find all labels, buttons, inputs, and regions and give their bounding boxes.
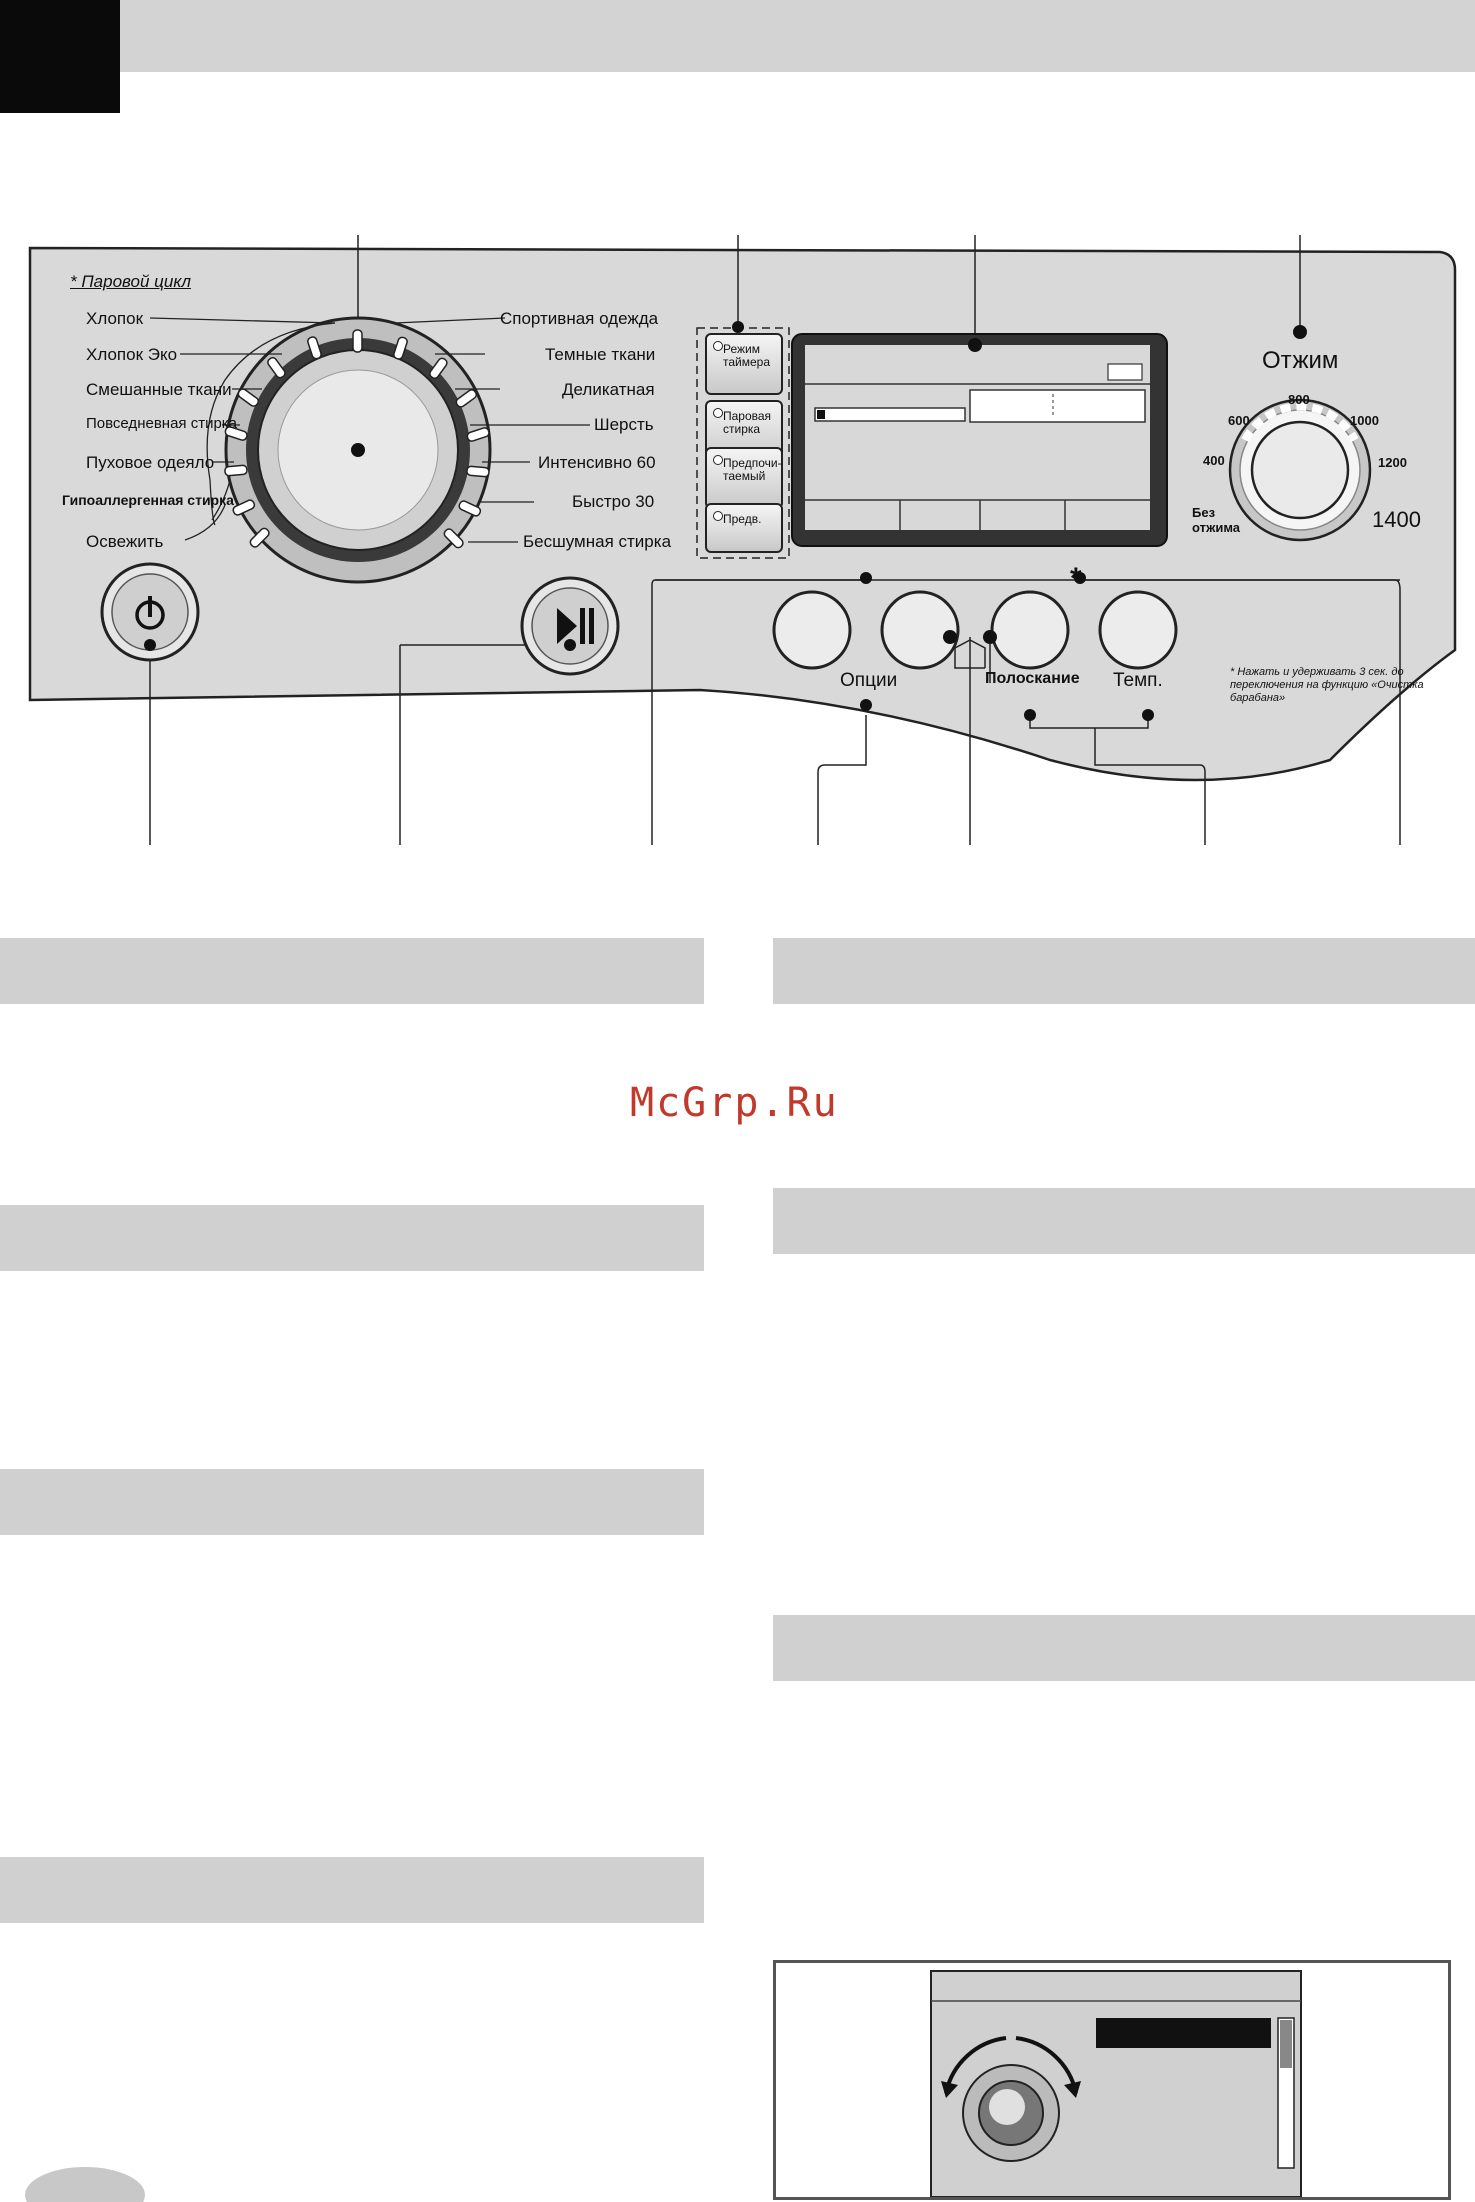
dial-illustration xyxy=(930,1970,1302,2198)
spin-800: 800 xyxy=(1288,392,1310,407)
spin-600: 600 xyxy=(1228,413,1250,428)
section-bar-left-4 xyxy=(0,1857,704,1923)
dial-illustration-frame xyxy=(773,1960,1451,2200)
options-label: Опции xyxy=(840,670,898,691)
led-icon xyxy=(713,455,723,465)
program-intensive: Интенсивно 60 xyxy=(538,453,656,472)
corner-block xyxy=(0,0,120,113)
rinse-label: Полоскание xyxy=(985,670,1080,687)
timer-mode-button[interactable]: Режим таймера xyxy=(705,333,783,395)
section-bar-left-3 xyxy=(0,1469,704,1535)
program-allergy: Гипоаллергенная стирка xyxy=(62,492,234,508)
program-quick: Быстро 30 xyxy=(572,492,655,511)
program-silent: Бесшумная стирка xyxy=(523,532,672,551)
section-bar-right-2 xyxy=(773,1188,1475,1254)
section-bar-right-3 xyxy=(773,1615,1475,1681)
header-bar xyxy=(120,0,1475,72)
temp-label: Темп. xyxy=(1113,670,1163,691)
spin-400: 400 xyxy=(1203,453,1225,468)
section-bar-right-1 xyxy=(773,938,1475,1004)
spin-1000: 1000 xyxy=(1350,413,1379,428)
program-delicate: Деликатная xyxy=(562,380,655,399)
spin-1200: 1200 xyxy=(1378,455,1407,470)
drum-clean-note: * Нажать и удерживать 3 сек. до переключ… xyxy=(1230,666,1424,704)
control-panel-illustration xyxy=(28,235,1457,845)
spin-no-spin: Без отжима xyxy=(1192,505,1241,535)
led-icon xyxy=(713,511,723,521)
program-cotton-eco: Хлопок Эко xyxy=(86,345,178,364)
program-dark: Темные ткани xyxy=(545,345,656,364)
steam-cycle-label: * Паровой цикл xyxy=(70,272,191,291)
led-icon xyxy=(713,408,723,418)
program-sportswear: Спортивная одежда xyxy=(500,309,659,328)
watermark: McGrp.Ru xyxy=(630,1080,839,1126)
star-symbol: * xyxy=(1070,562,1082,595)
spin-title: Отжим xyxy=(1262,347,1339,374)
program-wool: Шерсть xyxy=(594,415,654,434)
prewash-button[interactable]: Предв. xyxy=(705,503,783,553)
section-bar-left-1 xyxy=(0,938,704,1004)
program-cotton: Хлопок xyxy=(86,309,144,328)
program-duvet: Пуховое одеяло xyxy=(86,453,215,472)
program-refresh: Освежить xyxy=(86,532,164,551)
program-daily: Повседневная стирка xyxy=(86,415,238,432)
section-bar-left-2 xyxy=(0,1205,704,1271)
page-number-badge xyxy=(25,2167,145,2202)
spin-1400: 1400 xyxy=(1372,507,1421,532)
led-icon xyxy=(713,341,723,351)
program-mixed: Смешанные ткани xyxy=(86,380,232,399)
favorite-button[interactable]: Предпочи- таемый xyxy=(705,447,783,509)
